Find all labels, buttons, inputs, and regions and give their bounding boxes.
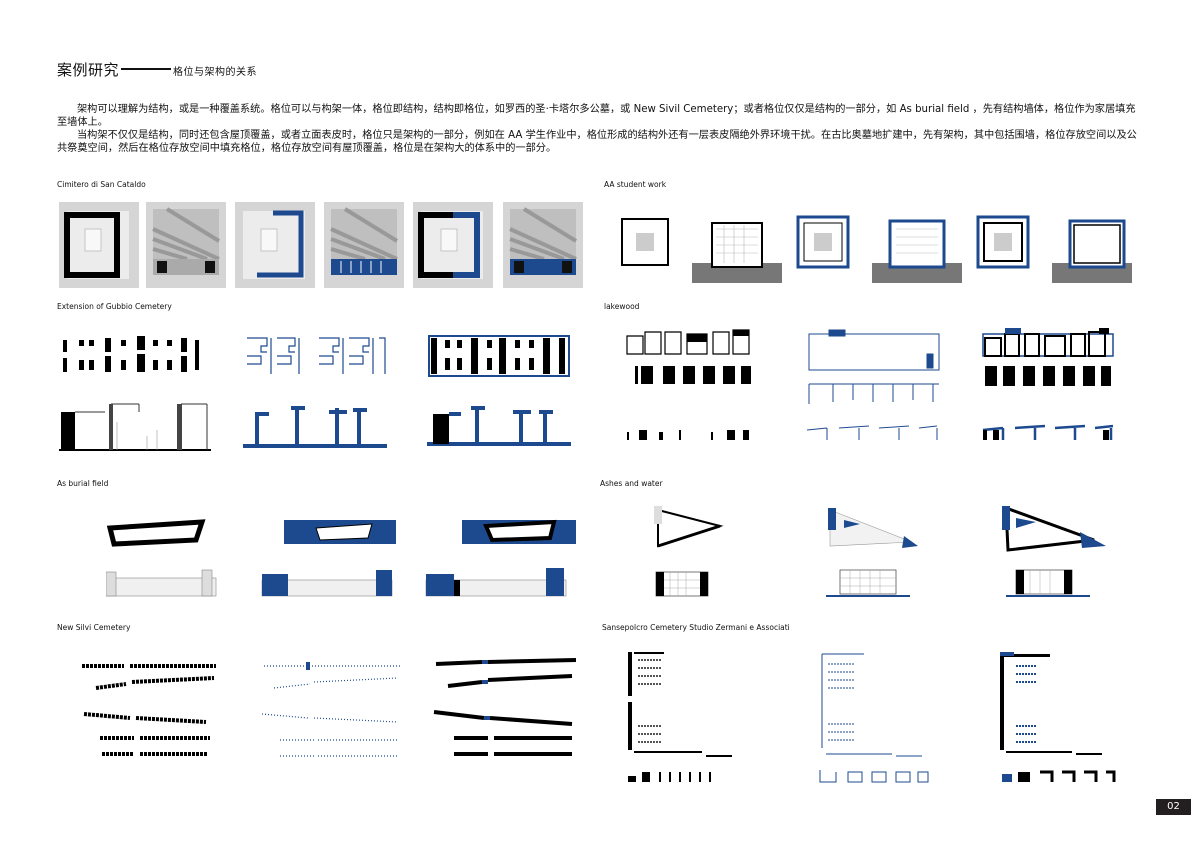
aa-plan-3 — [976, 215, 1030, 269]
intro-text: 架构可以理解为结构，或是一种覆盖系统。格位可以与构架一体，格位即结构，结构即格位… — [57, 103, 1137, 155]
case-label-burial-field: As burial field — [57, 479, 109, 488]
gubbio-diagrams — [59, 335, 571, 451]
page-number: 02 — [1156, 799, 1191, 815]
title-sub: 格位与架构的关系 — [173, 67, 258, 78]
san-cataldo-diagrams — [59, 202, 583, 288]
intro-paragraph-2: 当构架不仅仅是结构，同时还包含屋顶覆盖，或者立面表皮时，格位只是架构的一部分，例… — [57, 130, 1137, 154]
ashes-plan-blue — [828, 508, 918, 548]
ashes-plan-black-blue — [1002, 505, 1106, 552]
sc-panel-6 — [503, 202, 583, 288]
case-label-lakewood: lakewood — [604, 302, 640, 311]
aa-section-2 — [872, 219, 962, 283]
silvi-plan-blue — [261, 662, 400, 757]
sc-panel-1 — [59, 202, 139, 288]
case-label-san-cataldo: Cimitero di San Cataldo — [57, 180, 146, 189]
silvi-plan-black-blue — [433, 658, 577, 756]
title-main: 案例研究 — [57, 61, 120, 79]
aa-student-diagrams — [621, 215, 1132, 283]
sc-panel-3 — [235, 202, 315, 288]
sansepolcro-plan-black — [628, 652, 732, 782]
sansepolcro-plan-blue — [819, 653, 929, 783]
burial-elevation-blue — [261, 570, 393, 597]
lakewood-plan-black-blue — [982, 328, 1114, 440]
case-label-new-silvi: New Silvi Cemetery — [57, 623, 131, 632]
sansepolcro-diagrams — [628, 652, 1116, 783]
sansepolcro-plan-black-blue — [1000, 652, 1116, 782]
ashes-elevation-black — [655, 571, 709, 597]
aa-section-3 — [1052, 219, 1132, 283]
burial-field-diagrams — [106, 519, 576, 597]
burial-plan-black — [106, 519, 206, 547]
burial-plan-black-blue — [462, 519, 576, 544]
gubbio-section-blue — [243, 406, 387, 448]
page-title: 案例研究 格位与架构的关系 — [57, 59, 257, 80]
silvi-plan-black — [82, 664, 216, 756]
aa-plan-1 — [621, 218, 669, 266]
burial-elevation-black-blue — [425, 568, 567, 597]
aa-plan-2 — [796, 215, 850, 269]
ashes-elevation-black-blue — [1006, 569, 1090, 597]
gubbio-plan-blue — [247, 337, 386, 374]
gubbio-section-black — [59, 403, 211, 451]
gubbio-plan-black — [63, 336, 199, 372]
sc-panel-5 — [413, 202, 493, 288]
new-silvi-diagrams — [82, 658, 577, 757]
burial-plan-blue — [284, 520, 396, 544]
ashes-elevation-blue — [826, 569, 910, 597]
case-label-ashes-water: Ashes and water — [600, 479, 663, 488]
lakewood-plan-blue — [806, 329, 940, 440]
case-label-gubbio: Extension of Gubbio Cemetery — [57, 302, 172, 311]
ashes-water-diagrams — [654, 505, 1106, 597]
lakewood-diagrams — [626, 328, 1114, 440]
aa-section-1 — [692, 222, 782, 283]
sc-panel-4 — [324, 202, 404, 288]
case-label-sansepolcro: Sansepolcro Cemetery Studio Zermani e As… — [602, 623, 790, 632]
case-label-aa-student: AA student work — [604, 180, 667, 189]
burial-elevation-black — [106, 569, 217, 597]
intro-paragraph-1: 架构可以理解为结构，或是一种覆盖系统。格位可以与构架一体，格位即结构，结构即格位… — [57, 104, 1136, 128]
gubbio-plan-black-blue — [428, 335, 570, 377]
lakewood-plan-black — [626, 329, 751, 440]
title-dash — [121, 68, 172, 70]
gubbio-section-black-blue — [427, 406, 571, 446]
ashes-plan-black — [654, 506, 724, 548]
sc-panel-2 — [146, 202, 226, 288]
